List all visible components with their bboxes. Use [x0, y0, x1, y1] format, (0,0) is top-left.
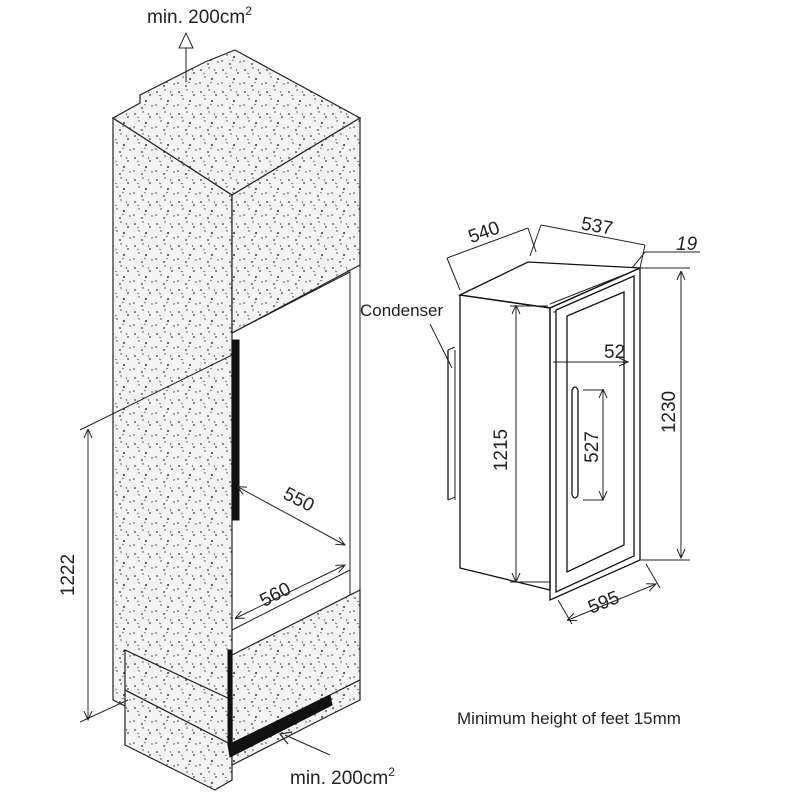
niche-back-edge: [231, 271, 351, 590]
door-handle: [571, 386, 579, 499]
body-height-dimension: 1215: [491, 306, 550, 582]
niche-height-dimension: 1222: [58, 354, 233, 723]
top-vent-sup: 2: [245, 4, 252, 18]
bottom-ventilation: min. 200cm2: [278, 731, 395, 789]
body-height-label: 1215: [491, 429, 512, 471]
top-vent-label: min. 200cm: [147, 7, 245, 28]
condenser-callout: Condenser: [360, 301, 453, 369]
niche-height-label: 1222: [58, 554, 79, 596]
svg-text:min. 200cm2: min. 200cm2: [147, 4, 252, 28]
bottom-vent-slot: [227, 694, 333, 758]
door-offset-label: 52: [604, 342, 625, 363]
niche-depth-label: 550: [280, 484, 318, 517]
condenser-label: Condenser: [360, 301, 444, 320]
bottom-vent-label: min. 200cm: [290, 768, 388, 789]
up-arrow-icon: [178, 31, 194, 49]
cabinet-base: [124, 689, 233, 791]
appliance-width-label: 595: [585, 587, 622, 618]
top-ventilation: min. 200cm2: [147, 4, 252, 82]
tall-cabinet: [111, 49, 362, 791]
niche-depth-dimension: 550: [238, 484, 345, 545]
door-offset-dimension: 52: [553, 342, 628, 363]
feet-height-note: Minimum height of feet 15mm: [457, 709, 681, 728]
door-depth-dimension: 19: [631, 234, 700, 269]
total-height-dimension: 1230: [640, 267, 690, 561]
left-arrow-icon: [278, 731, 293, 745]
bottom-vent-sup: 2: [388, 765, 395, 779]
condenser: [447, 346, 456, 501]
appliance-door-outer: [555, 275, 635, 594]
appliance-width-dimension: 595: [557, 563, 661, 625]
niche-side-strip: [231, 339, 240, 521]
handle-height-dimension: 527: [582, 390, 603, 500]
niche-width-label: 560: [257, 579, 295, 612]
appliance-depth-label: 540: [466, 218, 503, 249]
top-vent-edge: [227, 649, 233, 746]
wine-cooler: [447, 261, 641, 602]
handle-height-label: 527: [582, 431, 603, 463]
body-depth-dimension: 537: [529, 213, 646, 269]
svg-text:min. 200cm2: min. 200cm2: [290, 765, 395, 789]
door-depth-label: 19: [676, 234, 698, 255]
total-height-label: 1230: [659, 391, 680, 433]
appliance-door-glass: [566, 291, 625, 574]
body-depth-label: 537: [580, 213, 615, 239]
